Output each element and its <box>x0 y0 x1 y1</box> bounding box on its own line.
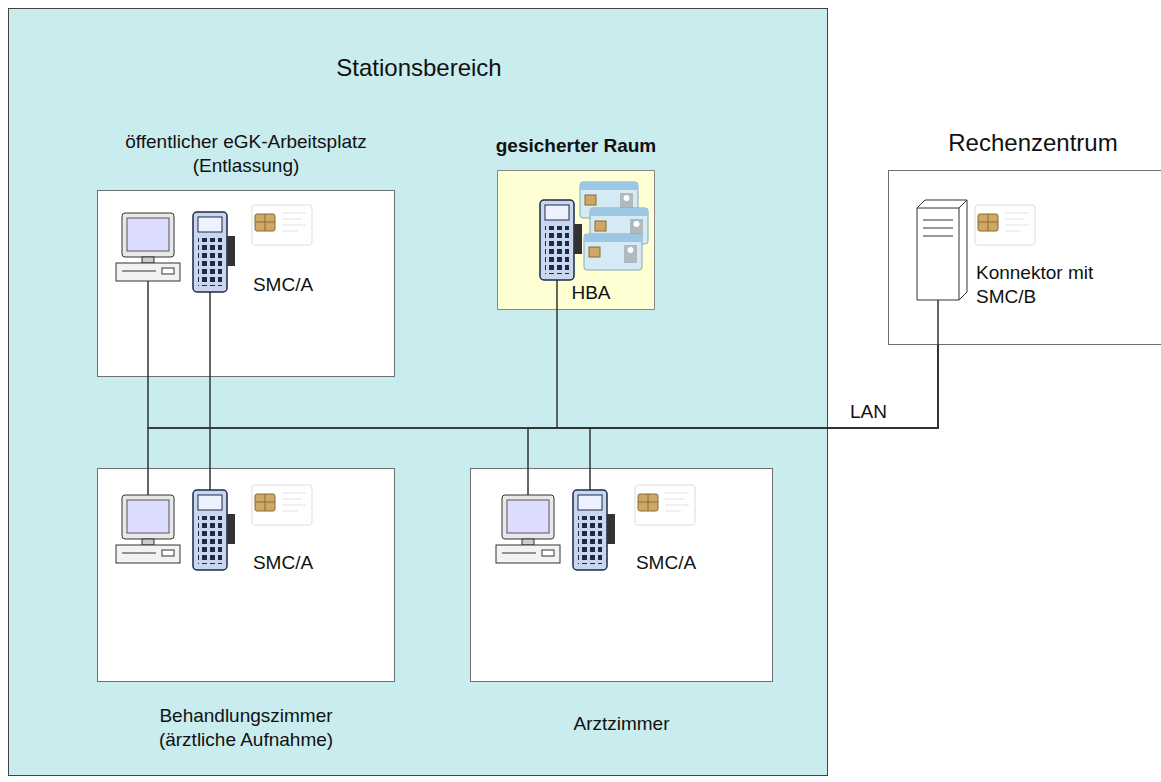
wire <box>209 468 211 490</box>
node-label: SMC/A <box>611 551 721 575</box>
card-terminal-icon <box>540 200 582 280</box>
wire <box>147 281 149 377</box>
chip-card-icon <box>635 485 695 525</box>
chip-card-icon <box>975 205 1035 245</box>
text-holder: LAN <box>850 400 887 424</box>
server-icon <box>917 200 967 300</box>
node-heading: Behandlungszimmer (ärztliche Aufnahme) <box>126 704 366 752</box>
node-label: SMC/A <box>228 273 338 297</box>
lan-connector <box>148 345 938 468</box>
node-heading: Rechenzentrum <box>903 128 1161 158</box>
text-holder: SMC/A <box>228 551 338 575</box>
node-heading: gesicherter Raum <box>446 134 706 158</box>
text-holder: Konnektor mit SMC/B <box>976 261 1126 309</box>
text-holder: SMC/A <box>611 551 721 575</box>
node-heading: öffentlicher eGK-Arbeitsplatz (Entlassun… <box>116 130 376 178</box>
card-terminal-icon <box>193 212 235 292</box>
chip-card-icon <box>252 485 312 525</box>
text-holder: Stationsbereich <box>219 53 619 83</box>
wire <box>556 280 558 310</box>
wire <box>209 377 211 468</box>
wire <box>589 428 591 468</box>
edge-label: LAN <box>850 400 887 424</box>
node-label: SMC/A <box>228 551 338 575</box>
node-label: Konnektor mit SMC/B <box>976 261 1126 309</box>
lan-connector <box>148 345 938 428</box>
ward-area: Stationsbereich öffentlicher eGK-Arbeitsp… <box>8 8 828 776</box>
node-heading: Arztzimmer <box>502 712 742 736</box>
wire <box>527 468 529 495</box>
wire <box>589 468 591 490</box>
text-holder: SMC/A <box>228 273 338 297</box>
card-terminal-icon <box>193 490 235 570</box>
text-holder: HBA <box>541 281 641 305</box>
pc-icon <box>116 213 180 281</box>
wire <box>937 300 939 345</box>
wire <box>209 292 211 377</box>
pc-icon <box>496 495 560 563</box>
wires <box>148 280 938 495</box>
chip-card-icon <box>252 205 312 245</box>
hba-card-icon <box>584 234 642 270</box>
card-terminal-icon <box>573 490 615 570</box>
lan-connector <box>528 345 938 468</box>
node-label: Stationsbereich <box>219 53 619 83</box>
lan-connector <box>557 310 938 428</box>
box-outline: Stationsbereich öffentlicher eGK-Arbeitsp… <box>8 8 828 776</box>
node-label: HBA <box>541 281 641 305</box>
pc-icon <box>116 495 180 563</box>
wire <box>147 468 149 495</box>
